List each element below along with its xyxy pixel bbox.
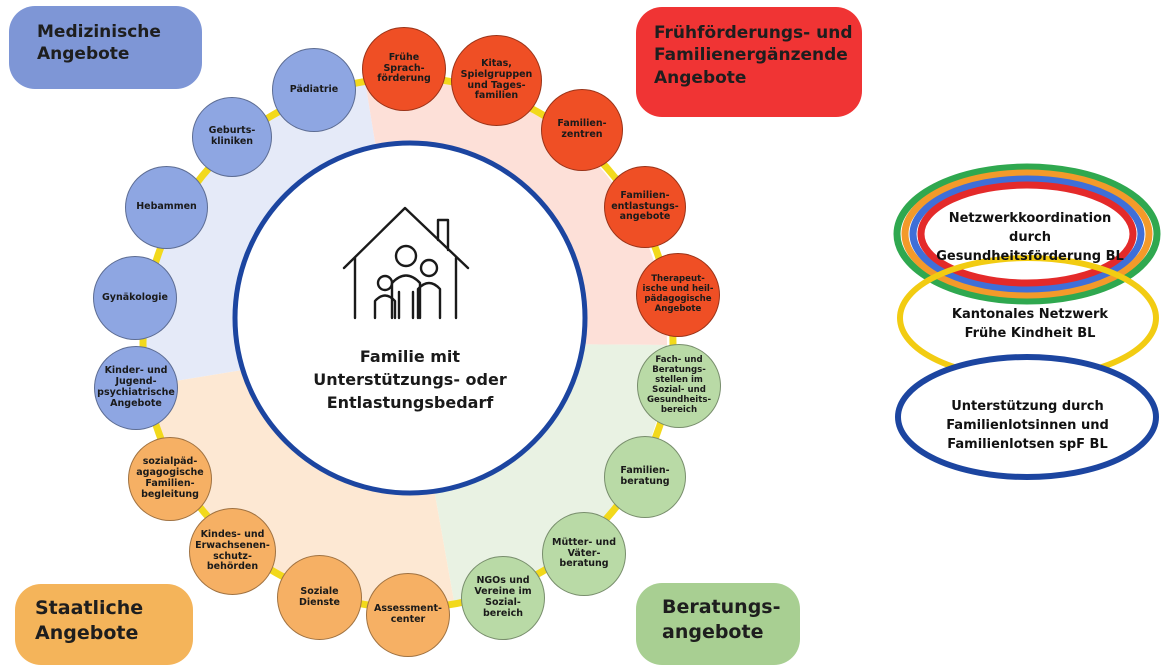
node-kesb: Kindes- und Erwachsenen- schutz- behörde…: [189, 508, 276, 595]
center-label: Familie mit Unterstützungs- oder Entlast…: [313, 347, 507, 413]
category-counseling-label: Beratungs- angebote: [662, 596, 781, 644]
category-medical-label: Medizinische Angebote: [37, 22, 161, 65]
network-cantonal-label: Kantonales Netzwerk Frühe Kindheit BL: [951, 307, 1109, 341]
category-state: Staatliche Angebote: [15, 584, 193, 665]
ring-orange: [901, 169, 1153, 299]
node-entlastung: Familien- entlastungs- angebote: [604, 166, 686, 248]
category-early-support: Frühförderungs- und Familienergänzende A…: [636, 7, 862, 117]
center-ring: [232, 140, 588, 496]
category-early-support-label: Frühförderungs- und Familienergänzende A…: [654, 23, 853, 88]
node-muetter-vaeter: Mütter- und Väter- beratung: [542, 512, 626, 596]
node-sozialpaed: sozialpäd- agagogische Familien- begleit…: [128, 437, 212, 521]
ring-navigators: [895, 354, 1159, 480]
node-hebammen: Hebammen: [125, 166, 208, 249]
node-therapeutisch: Therapeut- ische und heil- pädagogische …: [636, 253, 720, 337]
family-house-icon: [342, 206, 470, 320]
category-counseling: Beratungs- angebote: [636, 583, 800, 665]
node-assessment: Assessment- center: [366, 573, 450, 657]
node-kitas: Kitas, Spielgruppen und Tages- familien: [451, 35, 542, 126]
node-soziale-dienste: Soziale Dienste: [277, 555, 362, 640]
node-paediatrie: Pädiatrie: [272, 48, 356, 132]
ring-green: [893, 163, 1161, 305]
node-fachstellen: Fach- und Beratungs- stellen im Sozial- …: [637, 344, 721, 428]
node-sprachfoerderung: Frühe Sprach- förderung: [362, 27, 446, 111]
category-state-label: Staatliche Angebote: [35, 597, 144, 645]
node-ngos: NGOs und Vereine im Sozial- bereich: [461, 556, 545, 640]
network-coordination-label: Netzwerkkoordination durch Gesundheitsfö…: [936, 211, 1124, 264]
node-familienberatung: Familien- beratung: [604, 436, 686, 518]
node-geburtskliniken: Geburts- kliniken: [192, 97, 272, 177]
category-medical: Medizinische Angebote: [9, 6, 202, 89]
network-navigators-label: Unterstützung durch Familienlotsinnen un…: [946, 399, 1109, 452]
node-familienzentren: Familien- zentren: [541, 89, 623, 171]
node-kinder-jugend: Kinder- und Jugend- psychiatrische Angeb…: [94, 346, 178, 430]
node-gynaekologie: Gynäkologie: [93, 256, 177, 340]
ring-blue: [909, 175, 1145, 293]
ring-red: [917, 181, 1137, 287]
